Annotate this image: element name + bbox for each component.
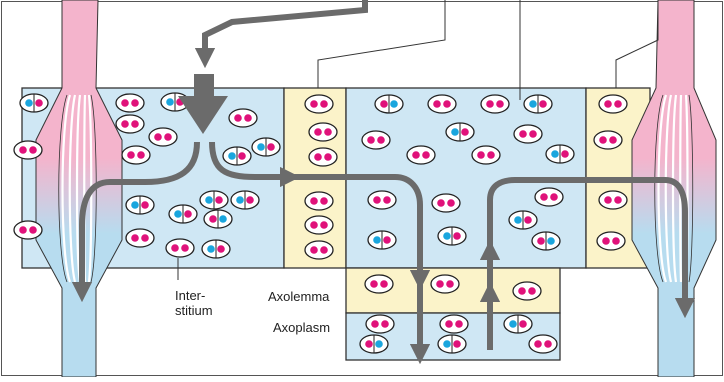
- cell: [545, 144, 575, 164]
- cell: [367, 190, 397, 210]
- cell: [13, 220, 43, 240]
- cell: [406, 145, 436, 165]
- cell: [304, 191, 334, 211]
- vessel-left: [35, 0, 123, 378]
- interstitium-label-line2: stitium: [175, 303, 213, 318]
- cell: [199, 190, 229, 210]
- cell: [203, 209, 233, 229]
- cell: [430, 274, 460, 294]
- cell: [531, 231, 561, 251]
- axolemma-label: Axolemma: [268, 289, 330, 304]
- flow-arrows: [71, 0, 696, 365]
- arrow-into-axon: [290, 174, 431, 291]
- cell: [439, 314, 469, 334]
- cell: [593, 130, 623, 150]
- cell: [437, 334, 467, 354]
- cell: [308, 122, 338, 142]
- cell: [230, 190, 260, 210]
- cell: [503, 314, 533, 334]
- cell: [365, 314, 395, 334]
- cell: [471, 145, 501, 165]
- arrow-to-axolemma: [209, 141, 301, 188]
- cell: [445, 122, 475, 142]
- cell: [125, 195, 155, 215]
- cell: [431, 193, 461, 213]
- arrow-to-right-vessel: [487, 177, 696, 319]
- cell: [121, 145, 151, 165]
- arrow-to-left-vessel: [71, 141, 200, 303]
- cell: [13, 140, 43, 160]
- cell: [228, 108, 258, 128]
- cell: [168, 204, 198, 224]
- cell: [528, 334, 558, 354]
- cell: [508, 210, 538, 230]
- axoplasm-label: Axoplasm: [273, 320, 331, 335]
- cell: [148, 127, 178, 147]
- cell: [364, 274, 394, 294]
- cell: [165, 238, 195, 258]
- cell: [512, 281, 542, 301]
- cell: [598, 190, 628, 210]
- cell: [598, 94, 628, 114]
- cell: [513, 124, 543, 144]
- cell: [437, 226, 467, 246]
- callout-lines: [177, 0, 659, 280]
- cell: [367, 230, 397, 250]
- cell: [480, 94, 510, 114]
- cell: [534, 187, 564, 207]
- cell: [523, 94, 553, 114]
- cell: [222, 146, 252, 166]
- cell: [427, 94, 457, 114]
- cells: [13, 92, 628, 354]
- cell: [304, 215, 334, 235]
- cell: [361, 130, 391, 150]
- cell: [201, 239, 231, 259]
- cell: [115, 93, 145, 113]
- inflow-block-arrow: [178, 74, 228, 134]
- cell: [308, 147, 338, 167]
- cell: [304, 94, 334, 114]
- incoming-arrow: [194, 0, 368, 69]
- vessel-right: [631, 0, 717, 378]
- cell: [19, 93, 49, 113]
- cell: [115, 114, 145, 134]
- interstitium-label-line1: Inter-: [175, 288, 206, 303]
- cell: [251, 137, 281, 157]
- cell: [596, 231, 626, 251]
- cell: [359, 334, 389, 354]
- cell: [125, 228, 155, 248]
- cell: [374, 94, 404, 114]
- cell: [304, 240, 334, 260]
